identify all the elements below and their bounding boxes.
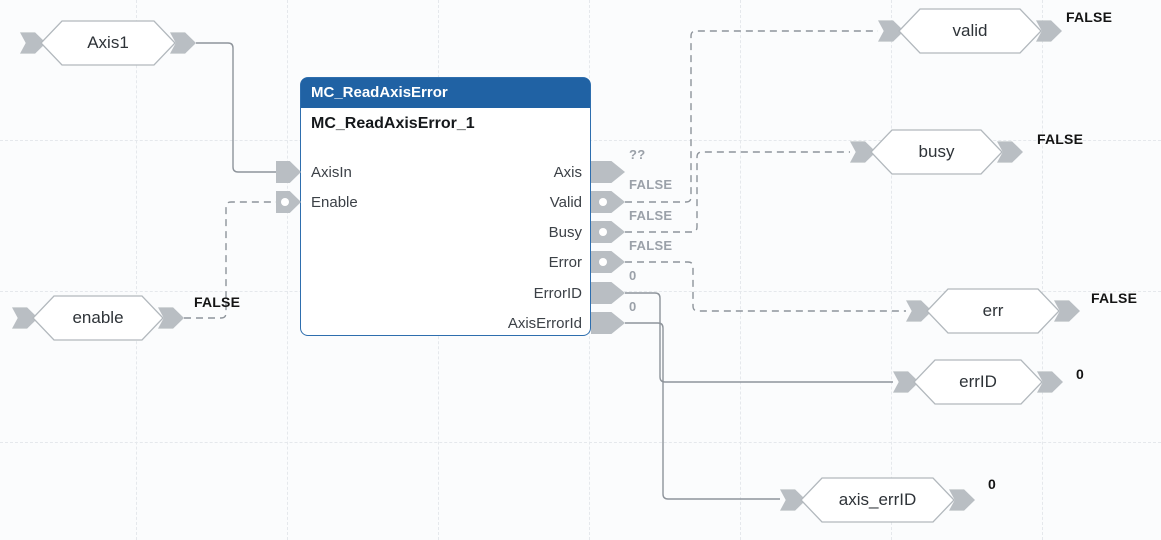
wire-axis1-to-axisin[interactable] <box>196 42 276 173</box>
var-tag-err[interactable]: err <box>906 288 1080 334</box>
monitor-value-axiserrorid: 0 <box>629 299 637 314</box>
bool-connector-dot <box>281 198 289 206</box>
output-pin-label-busy: Busy <box>548 224 582 241</box>
ext-value-valid: FALSE <box>1066 9 1113 25</box>
output-pin-label-errorid: ErrorID <box>533 285 582 302</box>
tag-left-connector[interactable] <box>12 307 38 329</box>
ext-value-axis-errid: 0 <box>988 476 996 492</box>
var-tag-errid[interactable]: errID <box>893 359 1063 405</box>
monitor-value-axis: ?? <box>629 147 646 162</box>
tag-label: valid <box>952 21 988 40</box>
input-connector-axisin[interactable] <box>276 161 301 183</box>
input-pin-label-axisin: AxisIn <box>311 164 352 181</box>
output-pin-label-axis: Axis <box>553 164 582 181</box>
wire-busy-to-busy-tag[interactable] <box>625 151 850 233</box>
input-connector-enable[interactable] <box>276 191 301 213</box>
tag-label: Axis1 <box>87 33 129 52</box>
ext-value-busy: FALSE <box>1037 131 1084 147</box>
var-tag-enable[interactable]: enable <box>12 295 184 341</box>
tag-right-connector[interactable] <box>949 489 975 511</box>
function-block-title: MC_ReadAxisError <box>301 78 590 108</box>
tag-left-connector[interactable] <box>20 32 46 54</box>
tag-left-connector[interactable] <box>893 371 919 393</box>
output-connector-valid[interactable] <box>591 191 625 213</box>
ext-value-err: FALSE <box>1091 290 1138 306</box>
tag-label: err <box>982 301 1004 320</box>
tag-left-connector[interactable] <box>850 141 876 163</box>
bool-connector-dot <box>599 198 607 206</box>
ext-value-errid: 0 <box>1076 366 1084 382</box>
monitor-value-valid: FALSE <box>629 177 673 192</box>
tag-right-connector[interactable] <box>158 307 184 329</box>
output-connector-axiserrorid[interactable] <box>591 312 625 334</box>
output-connector-errorid[interactable] <box>591 282 625 304</box>
output-connector-axis[interactable] <box>591 161 625 183</box>
ext-value-enable: FALSE <box>194 294 241 310</box>
var-tag-axis1[interactable]: Axis1 <box>20 20 196 66</box>
bool-connector-dot <box>599 258 607 266</box>
tag-label: busy <box>918 142 955 161</box>
output-pin-label-axiserrorid: AxisErrorId <box>507 315 582 332</box>
monitor-value-errorid: 0 <box>629 268 637 283</box>
wire-valid-to-valid-tag[interactable] <box>625 30 878 203</box>
monitor-value-error: FALSE <box>629 238 673 253</box>
var-tag-axis-errid[interactable]: axis_errID <box>780 477 975 523</box>
output-connector-busy[interactable] <box>591 221 625 243</box>
wire-errorid-to-errid-tag[interactable] <box>625 292 893 383</box>
tag-label: errID <box>959 372 997 391</box>
tag-label: axis_errID <box>838 490 917 509</box>
output-connector-error[interactable] <box>591 251 625 273</box>
tag-right-connector[interactable] <box>997 141 1023 163</box>
tag-left-connector[interactable] <box>906 300 932 322</box>
monitor-value-busy: FALSE <box>629 208 673 223</box>
output-pin-label-valid: Valid <box>549 194 582 211</box>
tag-right-connector[interactable] <box>1054 300 1080 322</box>
function-block-mc-readaxiserror[interactable]: MC_ReadAxisError MC_ReadAxisError_1 Axis… <box>300 77 591 336</box>
tag-label: enable <box>72 308 124 327</box>
input-pin-label-enable: Enable <box>311 194 358 211</box>
tag-right-connector[interactable] <box>170 32 196 54</box>
wire-error-to-err-tag[interactable] <box>625 261 906 312</box>
tag-left-connector[interactable] <box>780 489 806 511</box>
bool-connector-dot <box>599 228 607 236</box>
wire-enable-to-enable[interactable] <box>184 201 276 319</box>
wire-axiserrorid-to-axis-errid-tag[interactable] <box>625 322 780 500</box>
var-tag-valid[interactable]: valid <box>878 8 1062 54</box>
tag-right-connector[interactable] <box>1037 371 1063 393</box>
output-pin-label-error: Error <box>548 254 582 271</box>
var-tag-busy[interactable]: busy <box>850 129 1023 175</box>
function-block-instance-name[interactable]: MC_ReadAxisError_1 <box>311 115 475 132</box>
